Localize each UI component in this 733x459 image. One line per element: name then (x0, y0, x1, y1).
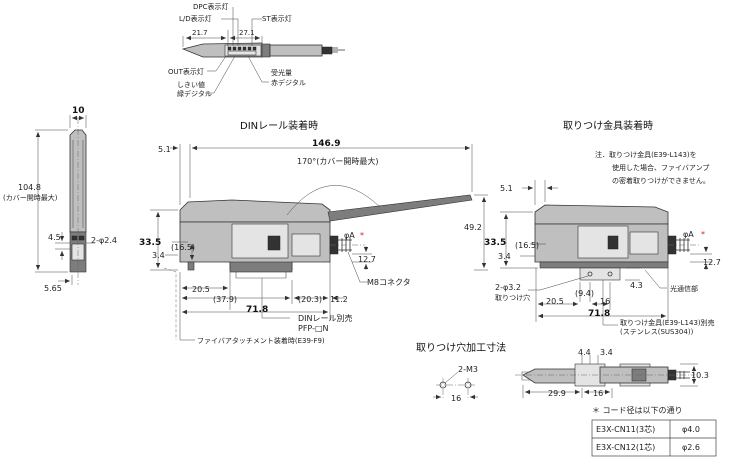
cord-table-model-2: E3X-CN12(1芯) (596, 442, 655, 452)
received-light-label-1: 受光量 (271, 68, 292, 77)
bottom-view: 4.4 3.4 10.3 29.9 16 (515, 348, 709, 398)
din-view-dim-20-3: (20.3) (298, 295, 322, 304)
side-view-dim-10: 10 (72, 106, 85, 116)
top-view-cover (269, 44, 323, 57)
din-view-dim-12-7: 12.7 (358, 255, 376, 264)
din-view-dim-146-9: 146.9 (312, 139, 340, 149)
received-light-label-2: 赤デジタル (271, 78, 306, 87)
bracket-sold-label-2: (ステンレス(SUS304)) (620, 328, 694, 336)
cord-table-model-1: E3X-CN11(3芯) (596, 424, 655, 434)
bottom-view-dim-10-3: 10.3 (691, 371, 709, 380)
din-view-asterisk: * (360, 231, 364, 240)
bracket-tab (579, 267, 621, 281)
bracket-sold-label-1: 取りつけ金具(E39-L143)別売 (620, 318, 715, 327)
top-view-connector (321, 46, 333, 55)
threshold-label-1: しきい値 (177, 80, 205, 89)
bracket-note-1: 注．取りつけ金具(E39-L143)を (595, 150, 697, 159)
cord-table-diameter-2: φ2.6 (682, 443, 700, 452)
din-view-dim-71-8: 71.8 (246, 305, 268, 315)
cord-table-note: ＊ コード径は以下の通り (592, 405, 683, 415)
bracket-dim-20-5: 20.5 (546, 297, 564, 306)
bracket-dim-16-5: (16.5) (515, 241, 539, 250)
bracket-dim-4-3: 4.3 (630, 281, 643, 290)
top-view-dim-27-1: 27.1 (239, 29, 255, 37)
din-view-dim-3-4: 3.4 (152, 251, 165, 260)
dpc-indicator-label: DPC表示灯 (193, 2, 229, 11)
bottom-view-dim-4-4: 4.4 (578, 348, 591, 357)
bracket-dim-9-4: (9.4) (575, 289, 594, 298)
din-rail-sold-label-1: DINレール別売 (298, 313, 353, 323)
bracket-phi-a: φA (683, 230, 694, 239)
din-view-cover-open (327, 194, 473, 222)
bottom-view-dim-16: 16 (593, 389, 603, 398)
bracket-mount-hole-label: 取りつけ穴 (495, 293, 530, 302)
side-view-dim-104-8: 104.8 (18, 183, 41, 192)
bracket-view: 取りつけ金具装着時 注．取りつけ金具(E39-L143)を 使用した場合、ファイ… (484, 119, 721, 336)
bracket-dim-33-5: 33.5 (484, 238, 506, 248)
din-view-dim-11-2: 11.2 (330, 295, 348, 304)
side-view: 10 104.8 (カバー開時最大) 4.5 2-φ2.4 5.65 (3, 106, 117, 293)
top-view: 21.7 27.1 DPC表示灯 L/D表示灯 ST表示灯 OUT表示灯 しきい… (168, 2, 345, 98)
bracket-dim-16: 16 (600, 297, 610, 306)
m8-connector-label: M8コネクタ (367, 278, 411, 287)
side-view-dim-4-5: 4.5 (48, 233, 61, 242)
top-view-cable (332, 47, 345, 53)
din-rail-section (229, 261, 293, 273)
top-view-cover-hinge (261, 43, 271, 58)
mount-hole-dim-16: 16 (451, 394, 461, 403)
cord-diameter-table: ＊ コード径は以下の通り E3X-CN11(3芯) φ4.0 E3X-CN12(… (591, 405, 717, 457)
din-view-dim-20-5: 20.5 (192, 285, 210, 294)
side-view-phi-2-4: 2-φ2.4 (91, 236, 117, 245)
bracket-view-title: 取りつけ金具装着時 (563, 119, 653, 132)
din-view-dim-5-1: 5.1 (158, 145, 171, 154)
din-view-phi-a: φA (344, 231, 355, 240)
threshold-label-2: 緑デジタル (177, 89, 212, 98)
mount-hole-view: 取りつけ穴加工寸法 2-M3 16 (416, 341, 506, 403)
bracket-asterisk: * (701, 230, 705, 239)
st-indicator-label: ST表示灯 (262, 14, 292, 23)
ld-indicator-label: L/D表示灯 (179, 14, 212, 23)
din-view-dim-16-5: (16.5) (171, 243, 195, 252)
bracket-dim-71-8: 71.8 (588, 309, 610, 319)
din-view-angle-arc (286, 185, 381, 216)
bottom-view-dim-3-4: 3.4 (600, 348, 613, 357)
bracket-dim-3-4: 3.4 (498, 252, 511, 261)
side-view-dim-5-65: 5.65 (44, 284, 62, 293)
out-indicator-label: OUT表示灯 (168, 67, 204, 76)
mount-hole-m3: 2-M3 (458, 365, 478, 374)
top-view-indicator-panel (224, 44, 262, 57)
mount-hole-title: 取りつけ穴加工寸法 (416, 341, 506, 354)
bottom-view-dim-29-9: 29.9 (548, 389, 566, 398)
top-view-dim-21-7: 21.7 (192, 29, 208, 37)
bracket-dim-5-1: 5.1 (500, 184, 513, 193)
side-view-cover-open-note: (カバー開時最大) (3, 193, 58, 202)
din-view-angle-170: 170°(カバー開時最大) (297, 156, 379, 166)
top-view-indicator-leds (227, 46, 257, 56)
bracket-plate (539, 261, 669, 269)
din-view-dim-49-2: 49.2 (464, 223, 482, 232)
din-view-dim-37-9: (37.9) (213, 295, 237, 304)
din-rail-sold-label-2: PFP-□N (298, 324, 329, 333)
din-view-dim-33-5: 33.5 (139, 238, 161, 248)
bracket-phi-3-2: 2-φ3.2 (495, 283, 521, 292)
din-rail-view: DINレール装着時 170°(カバー開時最大) 146.9 5.1 49.2 3… (139, 119, 488, 345)
bracket-note-2: 使用した場合、ファイバアンプ (612, 163, 709, 172)
din-rail-view-title: DINレール装着時 (240, 119, 318, 132)
light-comm-window-label: 光通信部 (670, 284, 698, 293)
din-view-cover-top (179, 199, 331, 223)
bracket-note-3: の密着取りつけができません。 (612, 176, 710, 185)
fiber-attachment-label: ファイバアタッチメント装着時(E39-F9) (197, 336, 325, 345)
cord-table-diameter-1: φ4.0 (682, 425, 700, 434)
bracket-view-cover (534, 204, 669, 225)
bracket-dim-12-7: 12.7 (703, 258, 721, 267)
